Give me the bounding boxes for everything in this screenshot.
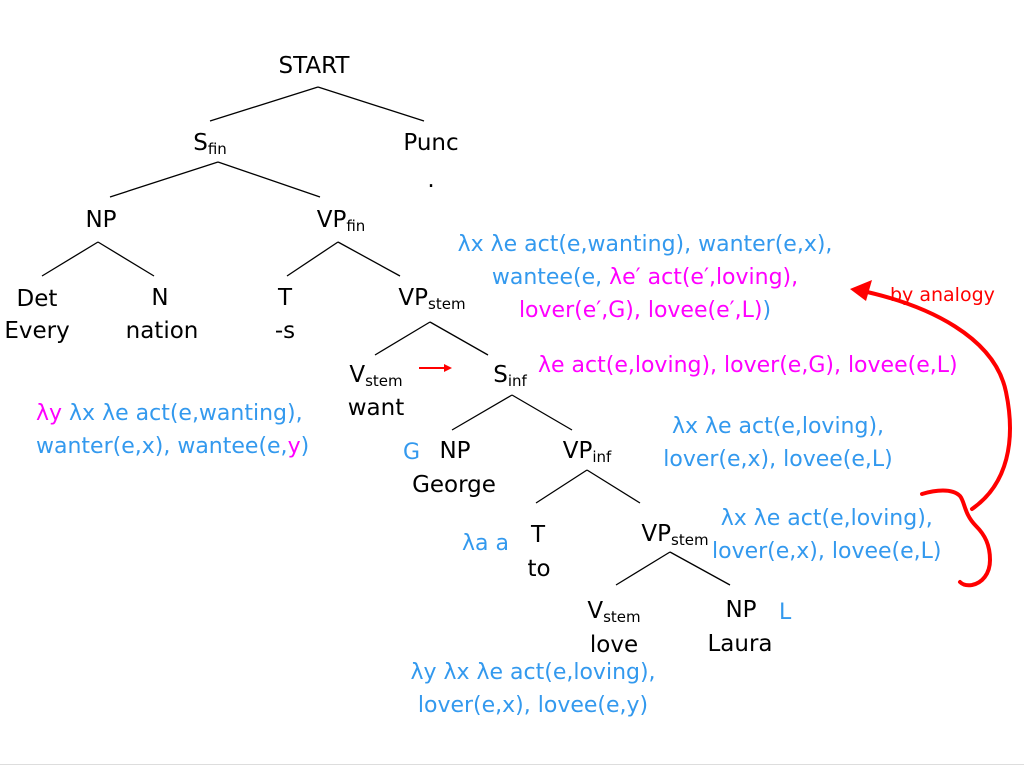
semantics-vp-stem-top: λx λe act(e,wanting), wanter(e,x), wante…: [457, 232, 833, 323]
semantics-vp-stem-love: λx λe act(e,loving), lover(e,x), lovee(e…: [712, 506, 942, 564]
node-vp-stem: VPstem: [398, 285, 466, 313]
edge-sfin-vpfin: [217, 161, 321, 198]
word-laura: Laura: [707, 631, 773, 657]
word-to: to: [527, 556, 551, 582]
node-t-inf: T: [530, 522, 546, 548]
word-every: Every: [4, 318, 70, 344]
semantics-l-constant: L: [779, 600, 792, 625]
edge-vpstem2-vstem: [615, 551, 671, 586]
word-nation: nation: [125, 318, 199, 344]
word-love: love: [589, 632, 639, 658]
node-punc: Punc: [403, 130, 459, 156]
edge-sinf-np: [451, 394, 513, 431]
node-np-laura: NP: [725, 597, 757, 623]
semantics-s-inf: λe act(e,loving), lover(e,G), lovee(e,L): [538, 353, 958, 378]
by-analogy-label: by analogy: [890, 284, 995, 306]
word-george: George: [412, 472, 496, 498]
node-v-stem-love: Vstem: [587, 598, 641, 626]
semantics-vp-inf: λx λe act(e,loving), lover(e,x), lovee(e…: [663, 414, 893, 472]
edge-vpstem2-np: [669, 551, 731, 586]
node-vp-inf: VPinf: [562, 438, 612, 466]
word-s-suffix: -s: [274, 318, 296, 344]
red-arrow-small: [419, 364, 452, 372]
semantics-want: λy λx λe act(e,wanting), wanter(e,x), wa…: [36, 401, 310, 459]
edge-vpstem-sinf: [429, 321, 489, 356]
edge-np-n: [97, 241, 155, 277]
edge-start-sfin: [209, 86, 319, 122]
node-det: Det: [16, 286, 58, 312]
node-vp-stem-love: VPstem: [641, 521, 709, 549]
edge-sinf-vpinf: [511, 394, 573, 431]
edge-sfin-np: [109, 161, 219, 198]
edge-np-det: [41, 241, 99, 277]
node-v-stem-want: Vstem: [349, 362, 403, 390]
node-start: START: [278, 53, 350, 79]
node-vp-fin: VPfin: [316, 207, 366, 235]
node-n: N: [151, 285, 169, 311]
semantics-to: λa a: [462, 531, 509, 556]
edge-vpinf-t: [535, 469, 588, 504]
node-s-fin: Sfin: [193, 130, 227, 158]
edge-vpfin-vpstem: [337, 241, 401, 277]
edge-vpinf-vpstem: [586, 469, 641, 504]
word-want: want: [347, 395, 405, 421]
node-s-inf: Sinf: [493, 362, 527, 390]
node-period: .: [427, 167, 435, 193]
edge-vpfin-t: [286, 241, 339, 277]
node-t-fin: T: [277, 285, 293, 311]
edge-vpstem-vstem: [374, 321, 431, 356]
node-np-george: NP: [439, 438, 471, 464]
node-np-subject: NP: [85, 207, 117, 233]
semantics-g-constant: G: [403, 440, 421, 465]
edge-start-punc: [317, 86, 425, 122]
bottom-divider: [0, 764, 1024, 765]
semantics-love: λy λx λe act(e,loving), lover(e,x), love…: [410, 660, 656, 718]
brace-and-analogy-arrow: [850, 280, 1012, 588]
